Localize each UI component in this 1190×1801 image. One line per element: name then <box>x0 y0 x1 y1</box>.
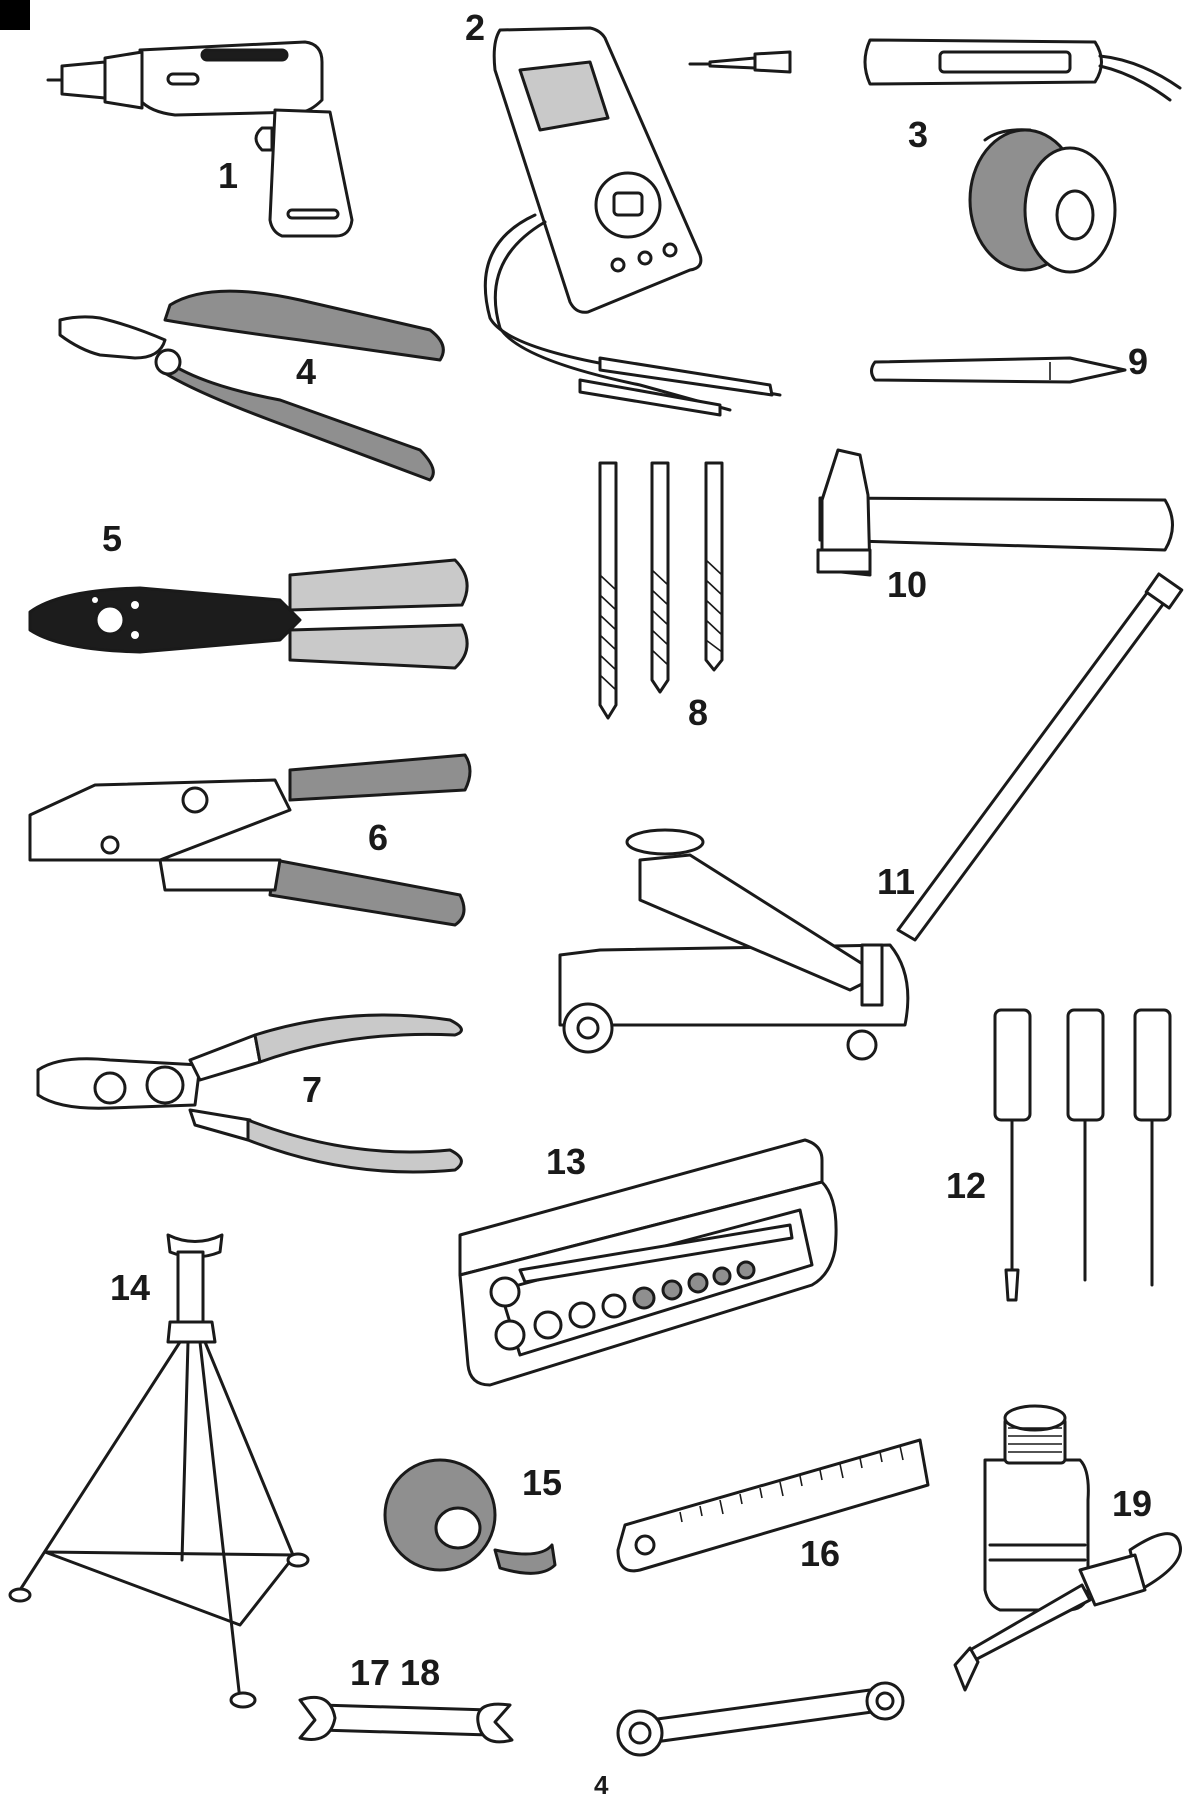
label-16: 16 <box>800 1533 841 1574</box>
drill-icon <box>46 40 354 238</box>
label-15: 15 <box>522 1462 563 1503</box>
side-cutter-pliers-icon <box>58 289 445 482</box>
label-5: 5 <box>102 518 123 559</box>
socket-set-icon <box>458 1138 838 1387</box>
screwdrivers-icon <box>993 1008 1172 1302</box>
oil-bottle-icon <box>983 1404 1090 1612</box>
label-1: 1 <box>218 155 239 196</box>
brush-icon <box>953 1532 1182 1692</box>
label-7: 7 <box>302 1069 323 1110</box>
multimeter-icon <box>483 26 782 417</box>
label-8: 8 <box>688 692 709 733</box>
open-end-spanner-icon <box>298 1695 514 1744</box>
center-punch-icon <box>870 356 1127 384</box>
label-6: 6 <box>368 817 389 858</box>
drill-bits-icon <box>598 461 724 720</box>
combination-pliers-icon <box>36 1013 463 1174</box>
label-12: 12 <box>946 1165 987 1206</box>
trolley-jack-icon <box>558 572 1184 1061</box>
solder-reel-icon <box>968 128 1117 274</box>
label-17-18: 17 18 <box>350 1652 441 1693</box>
label-9: 9 <box>1128 341 1149 382</box>
crimping-tool-icon <box>28 558 469 670</box>
ruler-icon <box>616 1438 930 1573</box>
ring-spanner-icon <box>616 1681 905 1757</box>
ratchet-crimper-icon <box>28 753 472 927</box>
label-3: 3 <box>908 114 929 155</box>
axle-stand-icon <box>8 1233 310 1709</box>
hammer-icon <box>816 448 1174 577</box>
corner-marker <box>0 0 30 30</box>
soldering-iron-icon <box>688 38 1182 102</box>
page-number: 4 <box>594 1770 609 1800</box>
label-11: 11 <box>877 861 916 902</box>
label-14: 14 <box>110 1267 151 1308</box>
label-13: 13 <box>546 1141 587 1182</box>
label-19: 19 <box>1112 1483 1153 1524</box>
label-4: 4 <box>296 351 317 392</box>
label-10: 10 <box>887 564 928 605</box>
insulating-tape-icon <box>383 1458 557 1575</box>
label-2: 2 <box>465 7 486 48</box>
